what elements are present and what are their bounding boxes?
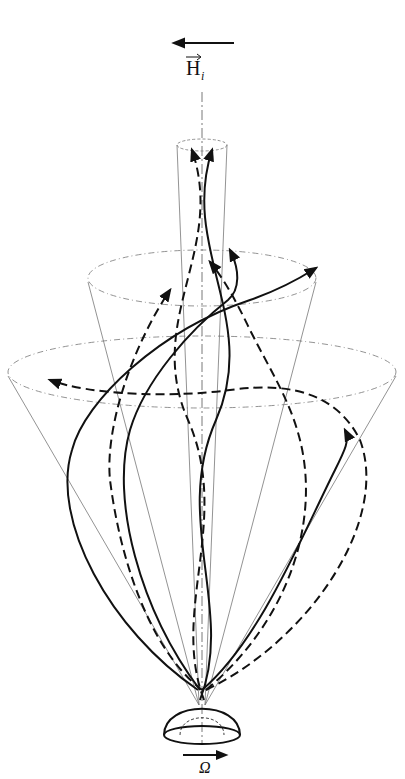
rotation-label: Ω [199,760,211,776]
cones [8,139,396,705]
trajectories [50,150,366,700]
axis-line [202,92,203,745]
rotation-arrow [183,754,226,756]
subscript-label: i [201,70,204,82]
field-label: H [186,58,200,78]
field-arrow [174,42,234,44]
hemisphere [164,709,240,744]
